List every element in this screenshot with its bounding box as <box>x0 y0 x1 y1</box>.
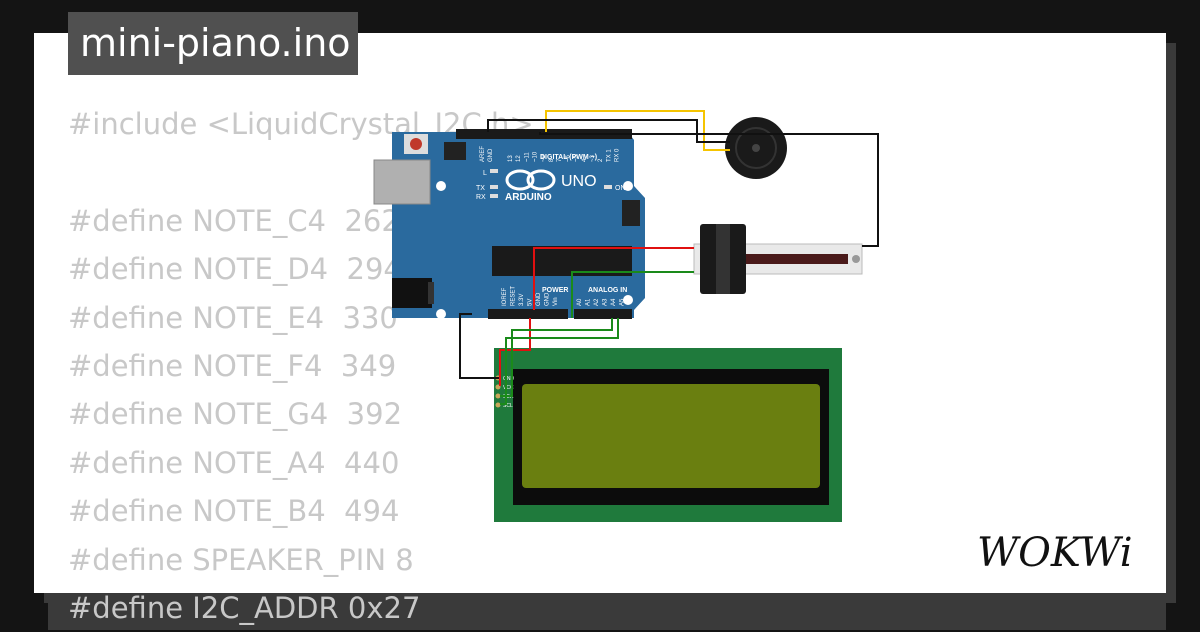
led-tx-label: TX <box>476 185 485 192</box>
digital-pin-label: RX 0 <box>615 148 621 162</box>
code-snippet: #include <LiquidCrystal_I2C.h>#define NO… <box>68 100 534 632</box>
analog-pin-label: A3 <box>603 298 609 306</box>
code-line: #define SPEAKER_PIN 8 <box>68 542 414 577</box>
icsp-header <box>622 200 640 226</box>
digital-pin-label: ~6 <box>565 154 571 162</box>
digital-pin-label: ~11 <box>524 152 530 162</box>
wire-red-pot <box>533 247 694 310</box>
digital-pin-label: 12 <box>516 155 522 162</box>
digital-label: DIGITAL (PWM ~) <box>540 154 597 161</box>
digital-pin-label: ~10 <box>533 151 539 162</box>
digital-pin-label: TX 1 <box>606 149 612 162</box>
wire-black-lcd <box>459 313 500 379</box>
analog-pin-label: A0 <box>577 298 583 306</box>
code-line: #define NOTE_E4 330 <box>68 300 398 335</box>
digital-pin-label: 4 <box>582 158 588 162</box>
digital-pin-label: 13 <box>508 155 514 162</box>
wire-green-scl <box>500 318 619 405</box>
wokwi-logo-text: WOKWi <box>977 530 1133 576</box>
wire-green-sda <box>500 318 613 397</box>
digital-pin-label: 7 <box>557 158 563 162</box>
power-pin-label: 3.3V <box>519 294 525 306</box>
code-line: #define I2C_ADDR 0x27 <box>68 590 421 625</box>
analog-pin-label: A5 <box>620 298 626 306</box>
usb-port <box>373 159 431 205</box>
led-l-label: L <box>483 170 487 177</box>
board-model: UNO <box>561 173 597 190</box>
slide-potentiometer[interactable] <box>693 224 863 294</box>
power-pin-label: GND <box>536 292 542 306</box>
wire-red-lcd <box>499 318 531 386</box>
power-pin-label: IOREF <box>502 287 508 306</box>
power-jack <box>392 278 432 308</box>
code-line: #define NOTE_A4 440 <box>68 445 400 480</box>
card-shadow <box>48 593 1166 630</box>
board-brand: ARDUINO <box>505 192 552 203</box>
lcd-pin-label: VCC <box>503 385 514 391</box>
digital-pin-label: 2 <box>598 158 604 162</box>
code-line: #define NOTE_D4 294 <box>68 252 402 287</box>
wokwi-logo[interactable]: WOKWi <box>975 528 1155 578</box>
buzzer[interactable] <box>725 117 787 179</box>
power-header <box>488 309 568 319</box>
wire-green-pot <box>571 271 694 318</box>
digital-pin-label: ~9 <box>541 154 547 162</box>
code-line: #define NOTE_G4 392 <box>68 397 403 432</box>
code-line: #define NOTE_B4 494 <box>68 494 400 529</box>
analog-pin-label: A4 <box>611 298 617 306</box>
lcd-screen <box>522 384 820 488</box>
digital-pin-label: ~5 <box>574 154 580 162</box>
power-pin-label: GND <box>545 292 551 306</box>
analog-pin-label: A2 <box>594 298 600 306</box>
analog-label: ANALOG IN <box>588 287 627 294</box>
lcd-pin-label: GND <box>503 376 515 382</box>
project-title: mini-piano.ino <box>68 12 358 75</box>
digital-pin-label: ~3 <box>590 154 596 162</box>
arduino-uno-board[interactable]: DIGITAL (PWM ~) UNO ARDUINO L TX RX ON P… <box>373 129 645 319</box>
lcd-pin-label: SCL <box>503 403 513 409</box>
code-line: #define NOTE_C4 262 <box>68 203 400 238</box>
analog-header <box>574 309 632 319</box>
analog-pin-label: A1 <box>586 298 592 306</box>
wires <box>459 110 879 405</box>
led-on-label: ON <box>615 185 626 192</box>
code-line: #define NOTE_F4 349 <box>68 348 397 383</box>
wire-black-buzzer <box>487 119 730 143</box>
power-pin-label: Vin <box>553 297 559 306</box>
wire-yellow <box>545 110 730 151</box>
aref-label: AREF <box>480 146 486 162</box>
led-rx-label: RX <box>476 194 486 201</box>
power-pin-label: RESET <box>511 286 517 306</box>
wire-black-pot <box>539 132 879 247</box>
digital-pin-label: 8 <box>549 158 555 162</box>
reset-button[interactable] <box>410 138 422 150</box>
gnd-label: GND <box>488 148 494 162</box>
arduino-logo-icon <box>505 169 556 191</box>
power-label: POWER <box>542 287 568 294</box>
power-pin-label: 5V <box>528 299 534 306</box>
